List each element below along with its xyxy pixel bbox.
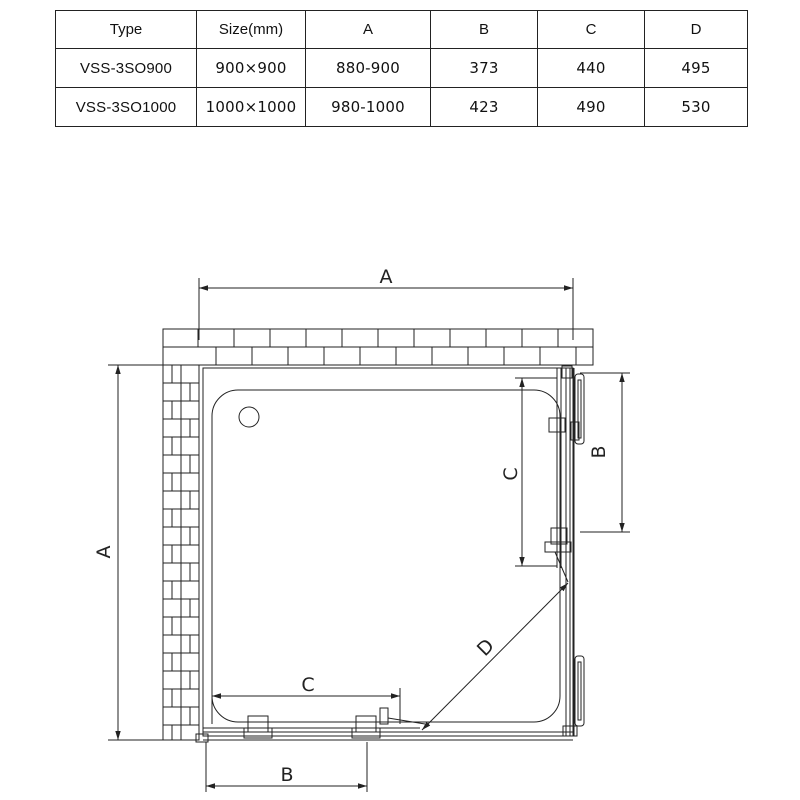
cell-type: VSS-3SO1000 — [55, 87, 197, 127]
cell-c: 490 — [537, 87, 645, 127]
shower-tray — [202, 367, 574, 737]
dimension-lines — [108, 278, 630, 792]
bottom-door-rails — [195, 707, 573, 743]
spec-table: Type Size(mm) A B C D VSS-3SO900 900×900… — [55, 10, 748, 127]
dim-label-top-a: A — [380, 266, 393, 288]
drain-icon — [238, 406, 260, 428]
table-header-row: Type Size(mm) A B C D — [55, 10, 748, 49]
table-row: VSS-3SO1000 1000×1000 980-1000 423 490 5… — [55, 87, 748, 127]
top-brick-wall — [162, 328, 594, 366]
cell-a: 980-1000 — [305, 87, 431, 127]
dim-label-right-c: C — [500, 467, 522, 480]
cell-d: 530 — [644, 87, 748, 127]
header-size: Size(mm) — [196, 10, 306, 49]
dim-label-bottom-b: B — [280, 764, 293, 786]
cell-d: 495 — [644, 48, 748, 88]
dim-label-bottom-c: C — [301, 674, 314, 696]
cell-size: 1000×1000 — [196, 87, 306, 127]
cell-b: 423 — [430, 87, 538, 127]
table-row: VSS-3SO900 900×900 880-900 373 440 495 — [55, 48, 748, 88]
cell-a: 880-900 — [305, 48, 431, 88]
cell-c: 440 — [537, 48, 645, 88]
dim-label-right-b: B — [588, 445, 610, 458]
left-brick-wall — [162, 364, 200, 741]
header-d: D — [644, 10, 748, 49]
header-type: Type — [55, 10, 197, 49]
cell-type: VSS-3SO900 — [55, 48, 197, 88]
cell-size: 900×900 — [196, 48, 306, 88]
dim-label-left-a: A — [93, 546, 115, 559]
right-door-rails — [544, 365, 585, 737]
